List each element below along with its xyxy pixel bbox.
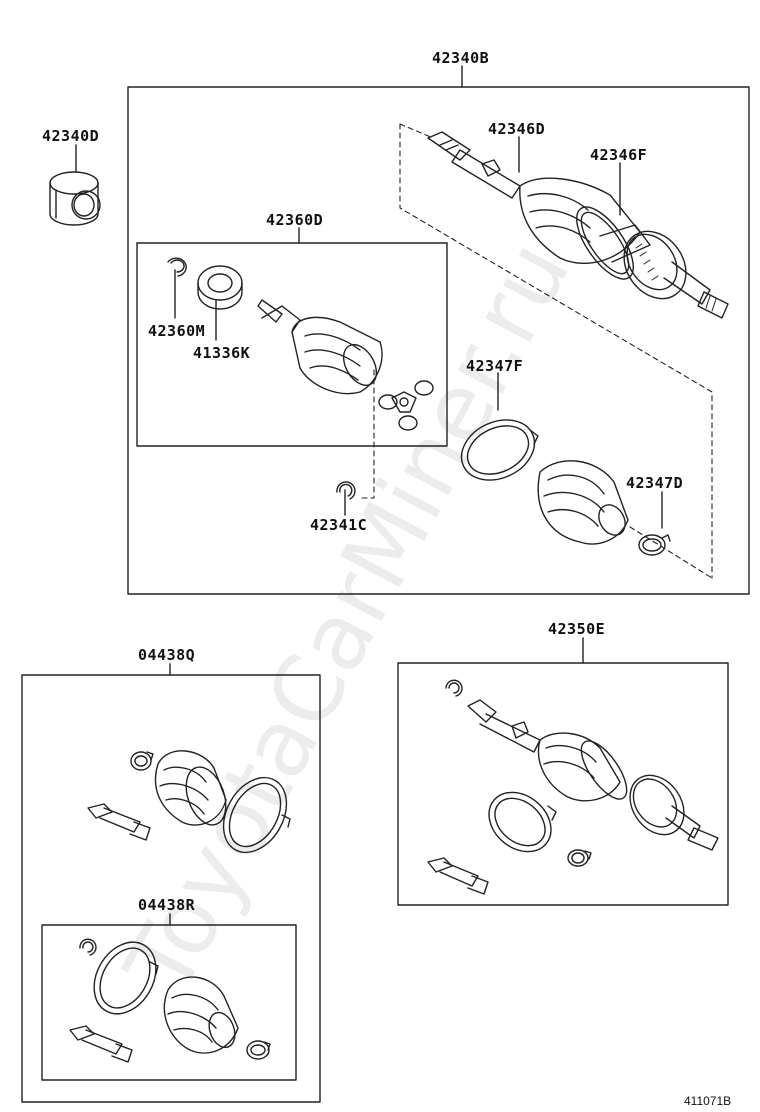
label-04438Q[interactable]: 04438Q — [138, 646, 196, 664]
label-42350E[interactable]: 42350E — [548, 620, 606, 638]
label-42346D[interactable]: 42346D — [488, 120, 546, 138]
part-tripod-joint — [378, 380, 434, 431]
diagram-code: 411071B — [684, 1094, 732, 1108]
frame-42360D — [136, 242, 448, 447]
label-42360M[interactable]: 42360M — [148, 322, 206, 340]
part-42350E-assembly — [427, 679, 719, 895]
frame-04438Q — [21, 674, 321, 1103]
part-41336K-seal — [197, 265, 243, 310]
label-42346F[interactable]: 42346F — [590, 146, 648, 164]
part-42347D — [638, 534, 671, 556]
part-shaft-42340B — [427, 131, 729, 319]
part-04438Q-kit — [87, 750, 291, 854]
label-42340B[interactable]: 42340B — [432, 49, 490, 67]
label-42360D[interactable]: 42360D — [266, 211, 324, 229]
part-42340D — [49, 171, 101, 226]
label-41336K[interactable]: 41336K — [193, 344, 251, 362]
part-42341C — [336, 481, 356, 500]
label-04438R[interactable]: 04438R — [138, 896, 196, 914]
frame-42340B — [127, 86, 750, 595]
part-42347F — [460, 419, 539, 481]
frame-04438R — [41, 924, 297, 1081]
part-boot — [537, 460, 629, 545]
part-inner-housing — [257, 299, 383, 395]
label-42347D[interactable]: 42347D — [626, 474, 684, 492]
frame-42350E — [397, 662, 729, 906]
label-42341C[interactable]: 42341C — [310, 516, 368, 534]
label-42347F[interactable]: 42347F — [466, 357, 524, 375]
part-42360M-snap-ring — [167, 257, 187, 277]
label-42340D[interactable]: 42340D — [42, 127, 100, 145]
part-04438R-kit — [69, 938, 271, 1063]
